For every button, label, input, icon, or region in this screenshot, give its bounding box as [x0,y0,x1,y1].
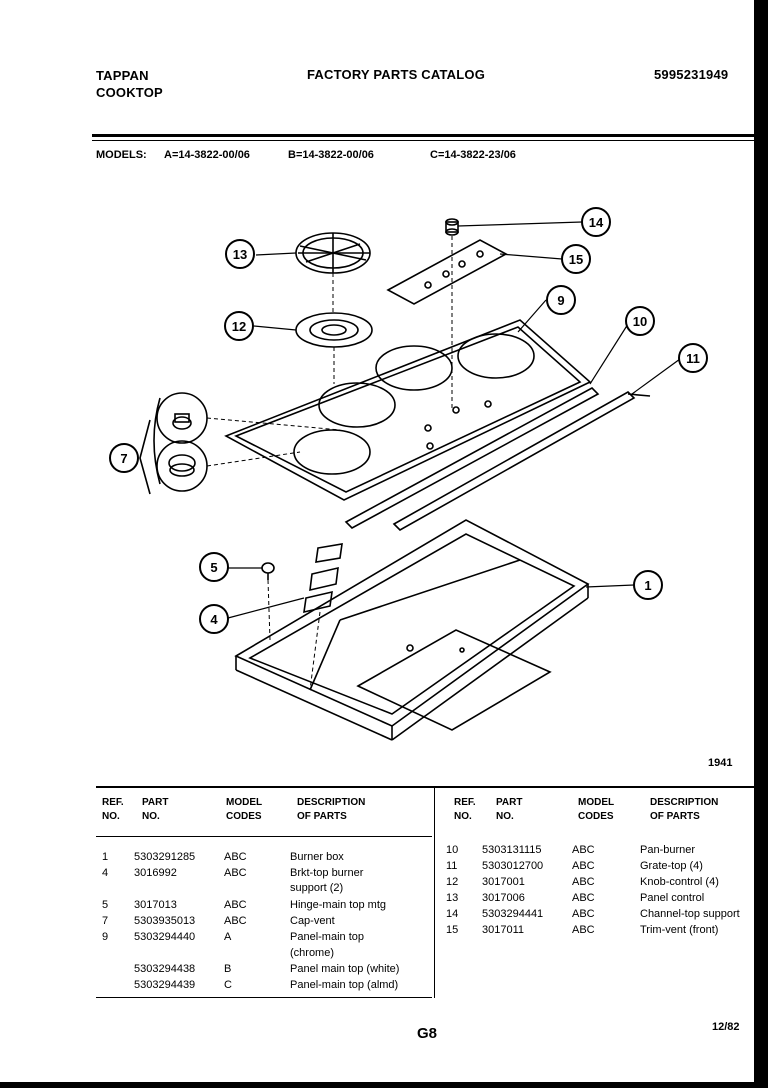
hinge-part [261,562,275,580]
svg-text:10: 10 [633,314,647,329]
scan-border-right [754,0,768,1088]
main-top-panel-part [224,319,592,501]
brand-name: TAPPAN [96,68,149,83]
scan-border-bottom [0,1082,768,1088]
table-rule-header-left [96,836,432,837]
header-rule-top [92,134,754,137]
figure-number: 1941 [708,757,733,769]
svg-text:14: 14 [589,215,604,230]
svg-text:1: 1 [644,578,651,593]
bracket-part [303,543,343,614]
table-rule-bottom-left [96,997,432,998]
knob-part [445,218,459,236]
callout-4: 4 [199,604,229,634]
callout-9: 9 [546,285,576,315]
header-ref-right: REF.NO. [454,797,476,822]
callout-13: 15 [561,244,591,274]
catalog-title: FACTORY PARTS CATALOG [307,67,486,82]
svg-text:12: 12 [232,319,246,334]
table-rule-top [96,786,756,788]
callout-1: 1 [633,570,663,600]
svg-text:15: 15 [569,252,583,267]
catalog-number: 5995231949 [654,67,729,82]
model-b: B=14-3822-00/06 [288,149,374,161]
model-c: C=14-3822-23/06 [430,149,516,161]
revision-date: 12/82 [712,1021,740,1033]
callout-11: 13 [225,239,255,269]
callout-14: 10 [625,306,655,336]
brand-block: TAPPAN COOKTOP [96,67,163,101]
callout-7: 7 [109,443,139,473]
models-label: MODELS: [96,149,147,161]
callout-12: 14 [581,207,611,237]
svg-text:7: 7 [120,451,127,466]
svg-text:4: 4 [210,612,218,627]
trim-vent-part [392,391,651,531]
callout-5: 5 [199,552,229,582]
pan-burner-part [295,312,373,348]
header-ref: REF.NO. [102,797,124,822]
channel-support-part [344,387,600,529]
table-column-divider [434,786,435,998]
burner-box-part [234,519,590,741]
grate-top-part [295,232,371,274]
callout-15: 11 [678,343,708,373]
page-number: G8 [417,1025,438,1042]
exploded-parts-diagram: 13 12 14 15 9 10 11 7 5 4 1 [109,207,708,741]
callout-10: 12 [224,311,254,341]
cap-vent-part [139,392,208,495]
svg-text:11: 11 [686,351,700,366]
product-name: COOKTOP [96,85,163,100]
svg-text:5: 5 [210,560,217,575]
model-a: A=14-3822-00/06 [164,149,250,161]
header-rule-bottom [92,140,754,141]
svg-text:13: 13 [233,247,247,262]
svg-text:9: 9 [557,293,564,308]
